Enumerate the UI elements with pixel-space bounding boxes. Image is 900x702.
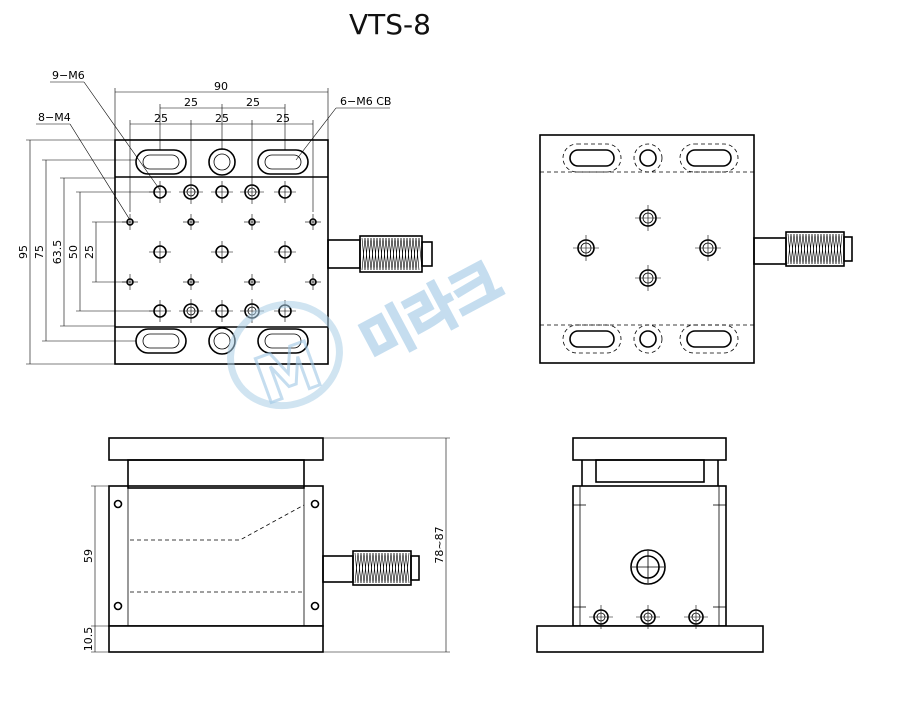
cb-slot <box>257 149 309 175</box>
hole-pattern <box>122 180 321 323</box>
screw-hole <box>113 601 123 611</box>
side-view <box>536 437 764 653</box>
base-screw <box>684 605 708 629</box>
m6-hole <box>149 241 171 263</box>
cb-slot <box>257 328 309 354</box>
front-view: 59 10.5 78~87 <box>82 437 450 653</box>
m6-hole <box>211 241 233 263</box>
m4-hole <box>244 214 260 230</box>
label-9-m6: 9−M6 <box>52 69 85 82</box>
dim-height-50: 50 <box>67 245 80 259</box>
bottom-view <box>539 134 853 364</box>
mounting-hole <box>695 235 721 261</box>
cb-slot <box>135 149 187 175</box>
dim-pitch-lower-2: 25 <box>215 112 229 125</box>
micrometer <box>322 550 420 586</box>
tapped-hole-cb <box>179 299 203 323</box>
screw-hole <box>113 499 123 509</box>
tapped-hole-cb <box>240 180 264 204</box>
dim-pitch-upper-1: 25 <box>184 96 198 109</box>
dim-total-78-87: 78~87 <box>433 526 446 563</box>
m6-hole <box>211 181 233 203</box>
m4-hole <box>183 214 199 230</box>
dim-height-95: 95 <box>17 245 30 259</box>
watermark-text: 미라크 <box>351 250 512 376</box>
dim-height-63-5: 63.5 <box>51 240 64 265</box>
m4-hole <box>305 274 321 290</box>
micrometer-end <box>630 549 666 585</box>
dim-pitch-lower-3: 25 <box>276 112 290 125</box>
mounting-hole <box>573 235 599 261</box>
m6-hole <box>274 241 296 263</box>
watermark-logo: M 미라크 <box>227 248 514 421</box>
dim-overall-width: 90 <box>214 80 228 93</box>
m6-hole <box>274 181 296 203</box>
top-view: 90 25 25 25 25 25 9−M6 8−M4 6−M6 CB 95 <box>17 69 433 365</box>
m4-hole <box>305 214 321 230</box>
dim-height-75: 75 <box>33 245 46 259</box>
dim-base-10-5: 10.5 <box>82 627 95 652</box>
mounting-hole <box>635 205 661 231</box>
tapped-hole-cb <box>179 180 203 204</box>
micrometer <box>753 231 853 267</box>
micrometer <box>327 235 433 273</box>
mounting-hole <box>635 265 661 291</box>
m6-hole <box>211 300 233 322</box>
cb-slot <box>135 328 187 354</box>
screw-hole <box>310 499 320 509</box>
m4-hole <box>183 274 199 290</box>
label-8-m4: 8−M4 <box>38 111 71 124</box>
m4-hole <box>244 274 260 290</box>
drawing-title: VTS-8 <box>349 8 431 41</box>
dim-pitch-lower-1: 25 <box>154 112 168 125</box>
base-screw <box>589 605 613 629</box>
label-6-m6-cb: 6−M6 CB <box>340 95 391 108</box>
dim-height-25: 25 <box>83 245 96 259</box>
base-screw <box>636 605 660 629</box>
screw-hole <box>310 601 320 611</box>
dim-body-59: 59 <box>82 549 95 563</box>
dim-pitch-upper-2: 25 <box>246 96 260 109</box>
